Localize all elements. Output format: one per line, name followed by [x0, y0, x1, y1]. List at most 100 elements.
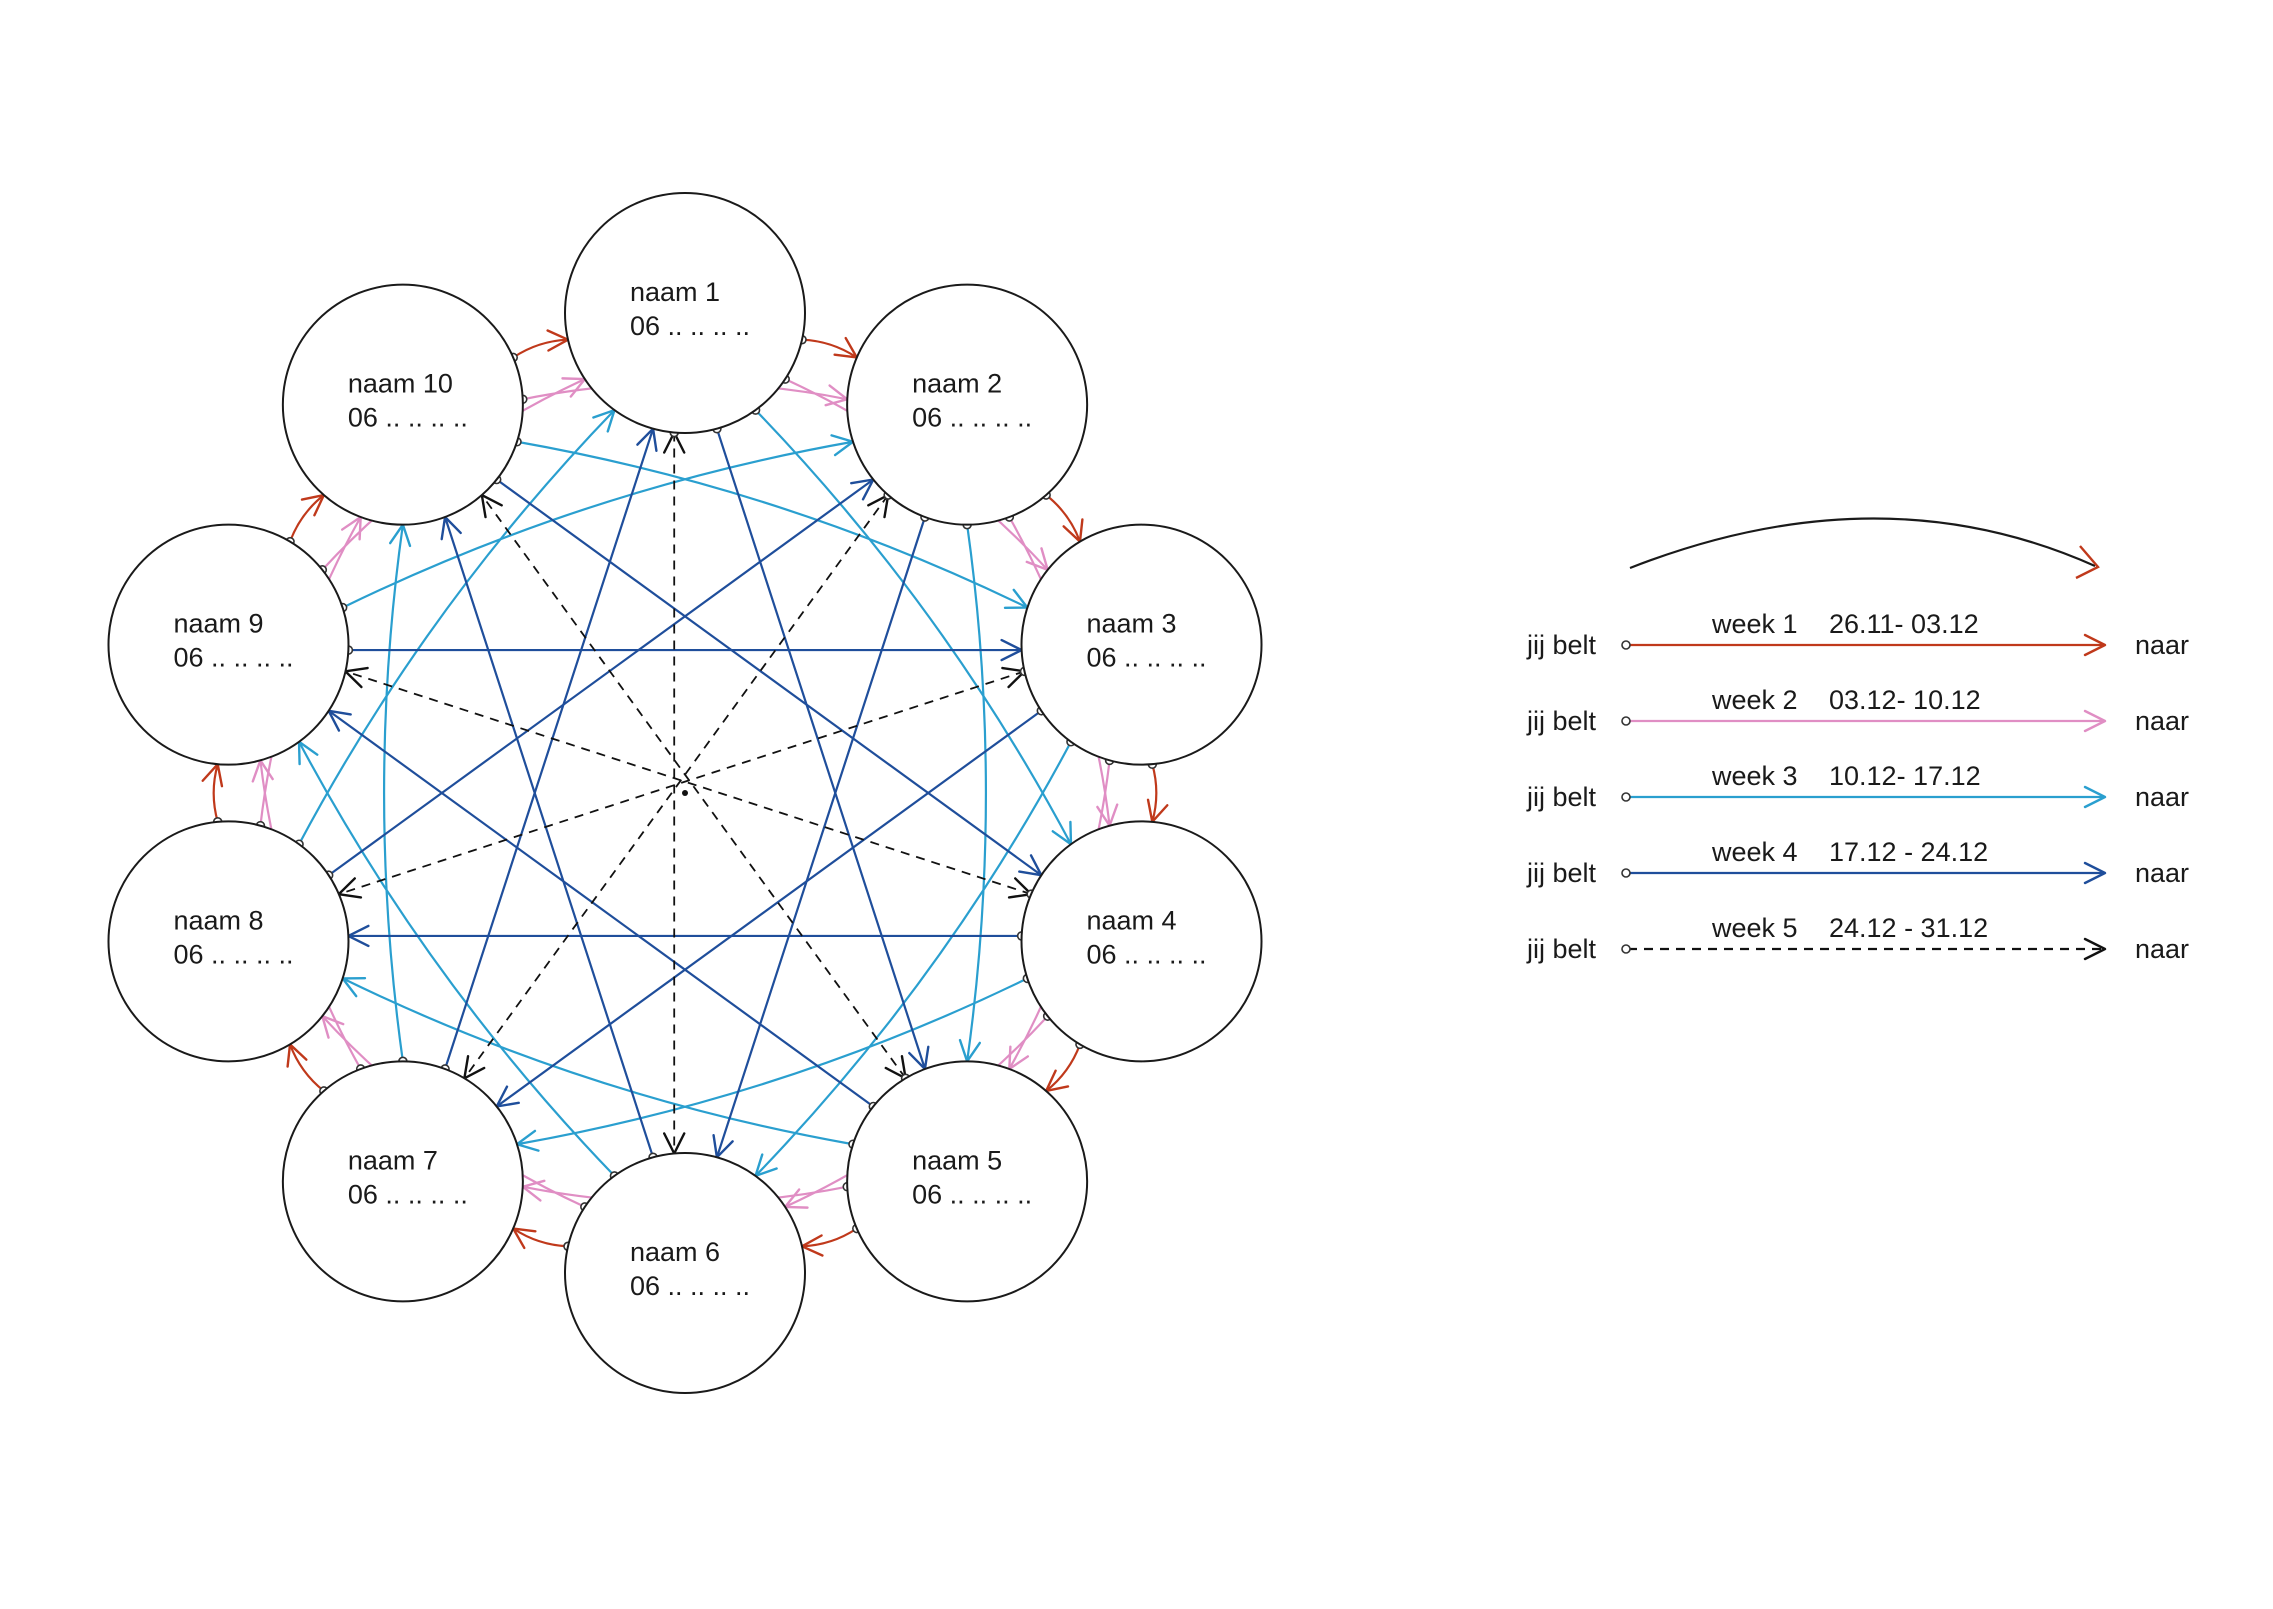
person-phone: 06 .. .. .. .. [173, 643, 293, 673]
legend-caller-label: jij belt [1526, 858, 1597, 888]
legend-week-label: week 4 [1711, 837, 1798, 867]
call-line [516, 440, 1028, 609]
call-line [1045, 494, 1082, 543]
call-line [754, 741, 1072, 1177]
person-circle [846, 1060, 1089, 1303]
person-circle [564, 1152, 806, 1394]
person-circle [846, 283, 1089, 526]
person-phone: 06 .. .. .. .. [630, 1271, 750, 1301]
call-line [512, 338, 569, 359]
person-node: naam 1 06 .. .. .. .. [564, 192, 806, 434]
legend-row-week-4: jij belt week 4 17.12 - 24.12 naar [1526, 837, 2189, 888]
person-node: naam 4 06 .. .. .. .. [1020, 820, 1263, 1063]
call-line [212, 763, 219, 823]
legend-arrowhead-icon [2083, 785, 2107, 809]
person-phone: 06 .. .. .. .. [1087, 939, 1207, 969]
call-line [338, 670, 1025, 895]
call-arrowhead-icon [337, 877, 363, 899]
person-node: naam 5 06 .. .. .. .. [846, 1060, 1089, 1303]
legend-caller-dot [1621, 944, 1631, 954]
legend-callee-label: naar [2135, 782, 2189, 812]
call-arrowhead-icon [1062, 518, 1084, 543]
legend-caller-label: jij belt [1526, 934, 1597, 964]
person-node: naam 6 06 .. .. .. .. [564, 1152, 806, 1394]
call-line [382, 524, 404, 1062]
direction-arrowhead-icon [2075, 545, 2100, 580]
call-line [298, 409, 616, 845]
call-line [715, 516, 927, 1158]
person-circle [107, 523, 350, 766]
person-node: naam 7 06 .. .. .. .. [281, 1060, 524, 1303]
call-line [1151, 763, 1158, 823]
legend-arrowhead-icon [2083, 937, 2107, 961]
legend-week-label: week 5 [1711, 913, 1798, 943]
person-name: naam 1 [630, 277, 720, 307]
person-phone: 06 .. .. .. .. [1087, 643, 1207, 673]
person-phone: 06 .. .. .. .. [912, 1179, 1032, 1209]
call-arrowhead-icon [463, 1055, 486, 1080]
call-line [342, 977, 854, 1146]
call-line [443, 516, 655, 1158]
center-dot [682, 790, 688, 796]
call-line [288, 494, 325, 543]
legend-caller-dot [1621, 792, 1631, 802]
call-line [342, 440, 854, 609]
legend-week-label: week 3 [1711, 761, 1798, 791]
call-line [801, 1227, 858, 1248]
call-line [512, 1227, 569, 1248]
person-name: naam 9 [173, 609, 263, 639]
legend: jij belt week 1 26.11- 03.12 naar jij belt we… [1526, 517, 2189, 964]
person-circle [564, 192, 806, 434]
direction-arrow-icon [1629, 517, 2096, 570]
person-name: naam 4 [1087, 905, 1177, 935]
legend-arrowhead-icon [2083, 861, 2107, 885]
person-phone: 06 .. .. .. .. [348, 403, 468, 433]
legend-week-label: week 1 [1711, 609, 1798, 639]
legend-caller-label: jij belt [1526, 706, 1597, 736]
legend-week-dates: 26.11- 03.12 [1829, 609, 1979, 639]
legend-row-week-5: jij belt week 5 24.12 - 31.12 naar [1526, 913, 2189, 964]
person-node: naam 2 06 .. .. .. .. [846, 283, 1089, 526]
person-name: naam 8 [173, 905, 263, 935]
person-circle [281, 1060, 524, 1303]
person-name: naam 2 [912, 369, 1002, 399]
call-line [298, 741, 616, 1177]
legend-callee-label: naar [2135, 858, 2189, 888]
person-circle [1020, 523, 1263, 766]
person-node: naam 306 .. .. .. .. [1020, 523, 1263, 766]
call-arrowhead-icon [480, 493, 503, 519]
person-phone: 06 .. .. .. .. [912, 403, 1032, 433]
legend-week-dates: 10.12- 17.12 [1829, 761, 1981, 791]
person-name: naam 6 [630, 1237, 720, 1267]
legend-week-dates: 17.12 - 24.12 [1829, 837, 1988, 867]
call-line [801, 338, 858, 359]
person-circle [107, 820, 350, 1063]
person-phone: 06 .. .. .. .. [348, 1179, 468, 1209]
legend-week-label: week 2 [1711, 685, 1798, 715]
call-line [966, 524, 988, 1062]
legend-arrowhead-icon [2083, 633, 2107, 657]
call-arrowhead-icon [286, 1043, 308, 1068]
legend-week-dates: 03.12- 10.12 [1829, 685, 1981, 715]
person-phone: 06 .. .. .. .. [630, 311, 750, 341]
legend-caller-label: jij belt [1526, 782, 1597, 812]
call-arrowhead-icon [201, 762, 224, 788]
call-arrowhead-icon [1146, 798, 1169, 824]
person-name: naam 7 [348, 1145, 438, 1175]
person-name: naam 10 [348, 369, 453, 399]
legend-caller-dot [1621, 640, 1631, 650]
person-name: naam 5 [912, 1145, 1002, 1175]
person-node: naam 10 06 .. .. .. .. [281, 283, 524, 526]
legend-caller-dot [1621, 868, 1631, 878]
week-3-arrows [294, 405, 1076, 1181]
call-line [516, 977, 1028, 1146]
person-circles: naam 1 06 .. .. .. .. naam 2 06 .. .. .. ..… [107, 192, 1263, 1394]
person-node: naam 9 06 .. .. .. .. [107, 523, 350, 766]
legend-row-week-3: jij belt week 3 10.12- 17.12 naar [1526, 761, 2189, 812]
legend-week-dates: 24.12 - 31.12 [1829, 913, 1988, 943]
call-line [443, 428, 655, 1070]
call-line [754, 409, 1072, 845]
legend-callee-label: naar [2135, 934, 2189, 964]
person-circle [1020, 820, 1263, 1063]
